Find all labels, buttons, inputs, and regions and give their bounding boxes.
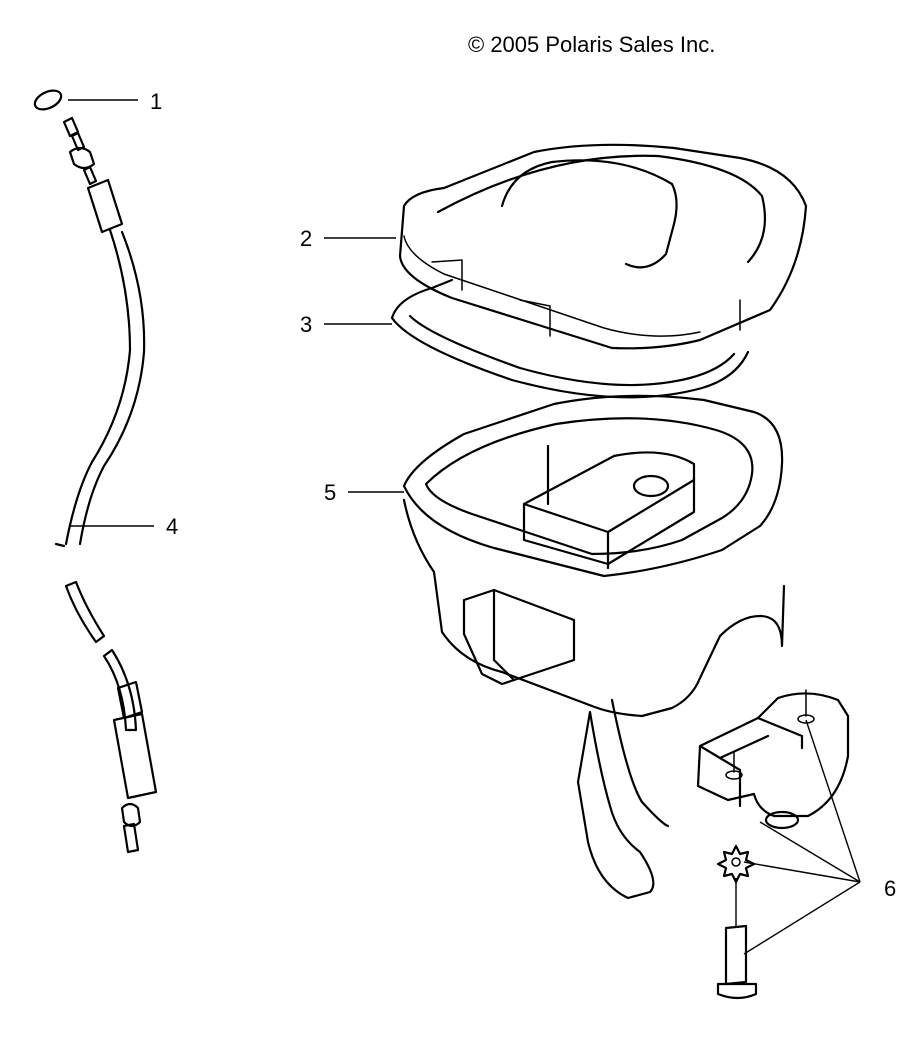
- leader-lines: [68, 99, 861, 955]
- part-3-gasket[interactable]: [390, 278, 750, 399]
- callout-6: 6: [884, 876, 896, 901]
- part-6-clamp-hardware[interactable]: [696, 689, 850, 1000]
- callout-4: 4: [166, 514, 178, 539]
- callout-2: 2: [300, 226, 312, 251]
- part-4-throttle-cable[interactable]: [54, 116, 158, 854]
- part-1-o-ring[interactable]: [32, 87, 64, 113]
- part-2-cover[interactable]: [398, 143, 808, 350]
- callout-3: 3: [300, 312, 312, 337]
- callout-5: 5: [324, 480, 336, 505]
- copyright-notice: © 2005 Polaris Sales Inc.: [468, 32, 716, 57]
- callout-1: 1: [150, 89, 162, 114]
- part-5-housing[interactable]: [402, 394, 786, 900]
